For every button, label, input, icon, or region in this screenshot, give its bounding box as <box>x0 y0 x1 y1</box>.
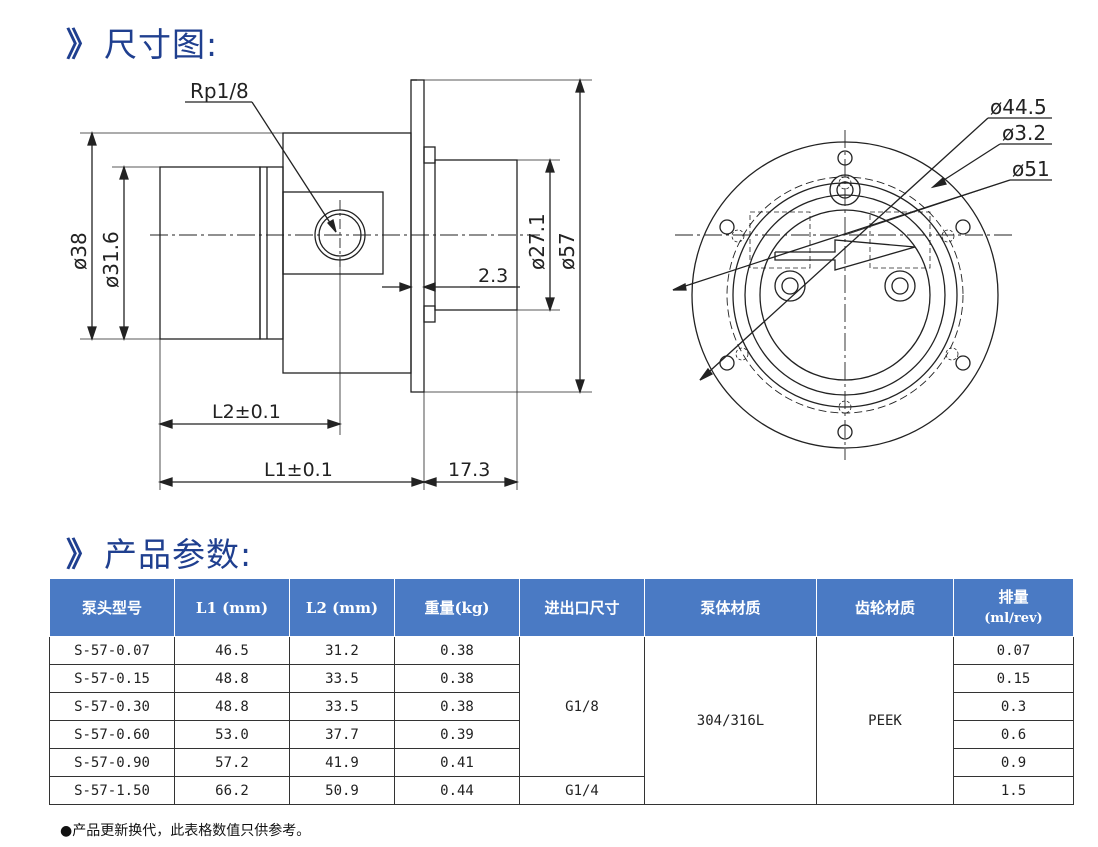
header-model: 泵头型号 <box>49 578 175 637</box>
cell-weight: 0.38 <box>394 664 520 693</box>
dim-17-3-label: 17.3 <box>448 459 490 481</box>
cell-model: S-57-0.90 <box>49 748 175 777</box>
dia-27-1-label: ø27.1 <box>525 213 549 270</box>
cell-displacement: 0.9 <box>953 748 1074 777</box>
l1-dim <box>157 310 520 490</box>
cell-model: S-57-0.60 <box>49 720 175 749</box>
header-body: 泵体材质 <box>644 578 817 637</box>
header-port: 进出口尺寸 <box>519 578 645 637</box>
left-diameter-dims <box>80 130 283 342</box>
table-header-row: 泵头型号 L1 (mm) L2 (mm) 重量(kg) 进出口尺寸 泵体材质 齿… <box>49 578 1074 637</box>
chevron-icon: 》 <box>66 535 100 574</box>
dimensions-section-title: 》尺寸图: <box>66 25 219 64</box>
cell-l1: 53.0 <box>174 720 290 749</box>
cell-l2: 41.9 <box>289 748 395 777</box>
cell-model: S-57-0.30 <box>49 692 175 721</box>
cell-gear-material: PEEK <box>816 636 954 805</box>
cell-l1: 66.2 <box>174 776 290 805</box>
header-l1: L1 (mm) <box>174 578 290 637</box>
port-label: Rp1/8 <box>190 79 249 103</box>
table-row: S-57-0.60 53.0 37.7 0.39 0.6 <box>49 720 1074 749</box>
params-section-title: 》产品参数: <box>66 535 253 574</box>
dia-57-label: ø57 <box>555 232 579 270</box>
cell-displacement: 0.3 <box>953 692 1074 721</box>
dimension-drawing: Rp1/8 ø38 ø31.6 ø27.1 ø57 2.3 L2±0.1 L1±… <box>67 77 1052 490</box>
cell-weight: 0.41 <box>394 748 520 777</box>
dia-51-label: ø51 <box>1012 157 1050 181</box>
dia-31-6-label: ø31.6 <box>99 231 123 288</box>
cell-displacement: 0.6 <box>953 720 1074 749</box>
cell-weight: 0.38 <box>394 636 520 665</box>
port-leader <box>185 101 337 233</box>
header-weight: 重量(kg) <box>394 578 520 637</box>
front-view <box>675 130 1015 460</box>
header-displacement: 排量(ml/rev) <box>953 578 1074 637</box>
dia-38-label: ø38 <box>67 232 91 270</box>
cell-port-g1-4: G1/4 <box>519 776 645 805</box>
cell-displacement: 0.07 <box>953 636 1074 665</box>
cell-model: S-57-1.50 <box>49 776 175 805</box>
cell-l2: 33.5 <box>289 692 395 721</box>
spec-table: 泵头型号 L1 (mm) L2 (mm) 重量(kg) 进出口尺寸 泵体材质 齿… <box>49 578 1074 805</box>
footnote: ●产品更新换代，此表格数值只供参考。 <box>60 823 311 839</box>
table-row: S-57-0.90 57.2 41.9 0.41 0.9 <box>49 748 1074 777</box>
front-view-leaders <box>672 117 1052 381</box>
table-row: S-57-1.50 66.2 50.9 0.44 G1/4 1.5 <box>49 776 1074 805</box>
header-gear: 齿轮材质 <box>816 578 954 637</box>
cell-port-g1-8: G1/8 <box>519 636 645 777</box>
cell-displacement: 0.15 <box>953 664 1074 693</box>
cell-l1: 48.8 <box>174 692 290 721</box>
cell-weight: 0.38 <box>394 692 520 721</box>
flange-thickness-dim <box>382 282 520 292</box>
dim-2-3-label: 2.3 <box>478 265 508 287</box>
cell-model: S-57-0.15 <box>49 664 175 693</box>
header-l2: L2 (mm) <box>289 578 395 637</box>
cell-body-material: 304/316L <box>644 636 817 805</box>
cell-l1: 57.2 <box>174 748 290 777</box>
dim-l2-label: L2±0.1 <box>212 401 281 423</box>
cell-l2: 37.7 <box>289 720 395 749</box>
cell-weight: 0.44 <box>394 776 520 805</box>
l2-dim <box>157 260 343 490</box>
table-row: S-57-0.30 48.8 33.5 0.38 0.3 <box>49 692 1074 721</box>
dim-l1-label: L1±0.1 <box>264 459 333 481</box>
side-view <box>150 79 540 393</box>
cell-weight: 0.39 <box>394 720 520 749</box>
cell-model: S-57-0.07 <box>49 636 175 665</box>
dia-44-5-label: ø44.5 <box>990 95 1047 119</box>
cell-l1: 48.8 <box>174 664 290 693</box>
table-row: S-57-0.07 46.5 31.2 0.38 G1/8 304/316L P… <box>49 636 1074 805</box>
cell-l2: 50.9 <box>289 776 395 805</box>
cell-l1: 46.5 <box>174 636 290 665</box>
chevron-icon: 》 <box>66 25 100 64</box>
dia-3-2-label: ø3.2 <box>1002 121 1046 145</box>
right-diameter-dims <box>424 77 592 395</box>
cell-l2: 33.5 <box>289 664 395 693</box>
cell-displacement: 1.5 <box>953 776 1074 805</box>
cell-l2: 31.2 <box>289 636 395 665</box>
